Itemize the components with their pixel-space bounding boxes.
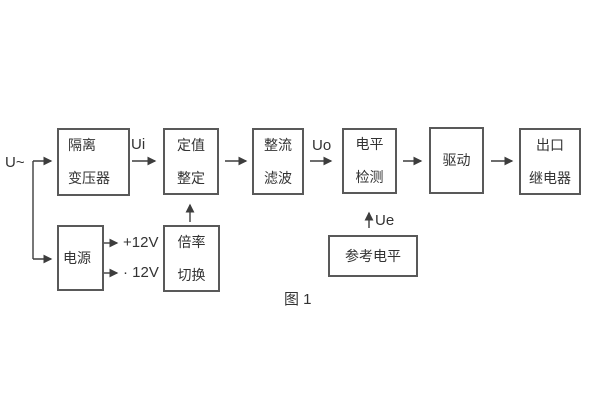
signal-ue-label: Ue: [375, 212, 395, 229]
rail-positive-label: +12V: [123, 234, 159, 251]
block-ratio-switch: 倍率 切换: [163, 225, 220, 292]
block-level-detection: 电平 检测: [342, 128, 397, 194]
block-isolation-transformer: 隔离 变压器: [57, 128, 130, 196]
block-reference-level: 参考电平: [328, 235, 418, 277]
block-setpoint-setting: 定值 整定: [163, 128, 219, 195]
rail-negative-label: · 12V: [123, 264, 159, 281]
block-power-supply: 电源: [57, 225, 104, 291]
signal-uo-label: Uo: [312, 137, 332, 154]
signal-input-label: U~: [5, 154, 25, 171]
block-rectifier-filter: 整流 滤波: [252, 128, 304, 195]
signal-ui-label: Ui: [131, 136, 146, 153]
block-output-relay: 出口 继电器: [519, 128, 581, 195]
block-driver: 驱动: [429, 127, 484, 194]
figure-caption: 图 1: [284, 291, 312, 308]
